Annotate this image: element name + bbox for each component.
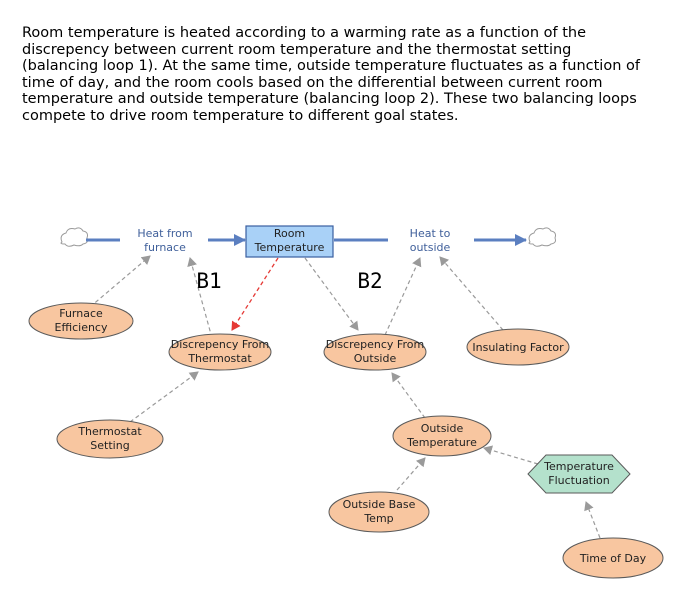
variable-label-line2: Outside <box>354 352 397 365</box>
flow-label-line2: furnace <box>144 241 186 254</box>
flow-heat-to-outside[interactable]: Heat to outside <box>410 227 451 254</box>
converter-label-line1: Temperature <box>543 460 614 473</box>
variable-label-line2: Temperature <box>406 436 477 449</box>
link-furnace-efficiency-to-heat-from-furnace <box>89 255 151 308</box>
stock-room-temperature[interactable]: Room Temperature <box>245 225 334 258</box>
link-temperature-fluctuation-to-outside-temperature <box>483 445 539 465</box>
link-discrepency-outside-to-heat-to-outside <box>384 257 422 336</box>
cloud-sink-icon <box>528 227 556 247</box>
variable-label-line1: Outside <box>421 422 464 435</box>
variable-label-line1: Discrepency From <box>326 338 424 351</box>
flow-label-line2: outside <box>410 241 451 254</box>
variable-discrepency-from-thermostat[interactable]: Discrepency From Thermostat <box>168 333 272 371</box>
variable-label-line1: Outside Base <box>343 498 416 511</box>
loop-label-b1: B1 <box>196 269 221 293</box>
variable-label-line2: Temp <box>363 512 393 525</box>
link-time-of-day-to-temperature-fluctuation <box>584 501 601 539</box>
converter-temperature-fluctuation[interactable]: Temperature Fluctuation <box>527 454 631 494</box>
loop-label-b2: B2 <box>357 269 382 293</box>
variable-label-line2: Setting <box>90 439 129 452</box>
cloud-source-icon <box>60 227 88 247</box>
variable-label-line1: Thermostat <box>77 425 142 438</box>
link-room-temperature-to-discrepency-outside <box>304 257 359 331</box>
variable-outside-temperature[interactable]: Outside Temperature <box>392 415 492 457</box>
variable-thermostat-setting[interactable]: Thermostat Setting <box>56 419 164 459</box>
variable-label-line2: Efficiency <box>55 321 108 334</box>
variable-insulating-factor[interactable]: Insulating Factor <box>466 328 570 366</box>
variable-label: Time of Day <box>579 552 647 565</box>
stock-label-line1: Room <box>274 227 305 240</box>
stock-label-line2: Temperature <box>254 241 325 254</box>
variable-discrepency-from-outside[interactable]: Discrepency From Outside <box>323 333 427 371</box>
link-outside-base-temp-to-outside-temperature <box>396 457 426 491</box>
description-text: Room temperature is heated according to … <box>22 25 640 124</box>
converter-label-line2: Fluctuation <box>548 474 610 487</box>
flow-label-line1: Heat from <box>137 227 192 240</box>
variable-time-of-day[interactable]: Time of Day <box>562 537 664 579</box>
variable-label-line2: Thermostat <box>187 352 252 365</box>
link-room-temperature-to-discrepency-thermostat <box>231 257 279 331</box>
link-thermostat-setting-to-discrepency-thermostat <box>129 371 199 423</box>
variable-furnace-efficiency[interactable]: Furnace Efficiency <box>28 302 134 340</box>
flow-heat-from-furnace[interactable]: Heat from furnace <box>137 227 192 254</box>
variable-label: Insulating Factor <box>472 341 564 354</box>
variable-label-line1: Furnace <box>59 307 103 320</box>
link-insulating-factor-to-heat-to-outside <box>439 256 504 331</box>
flow-label-line1: Heat to <box>410 227 451 240</box>
variable-label-line1: Discrepency From <box>171 338 269 351</box>
variable-outside-base-temp[interactable]: Outside Base Temp <box>328 491 430 533</box>
link-outside-temperature-to-discrepency-outside <box>391 372 426 419</box>
